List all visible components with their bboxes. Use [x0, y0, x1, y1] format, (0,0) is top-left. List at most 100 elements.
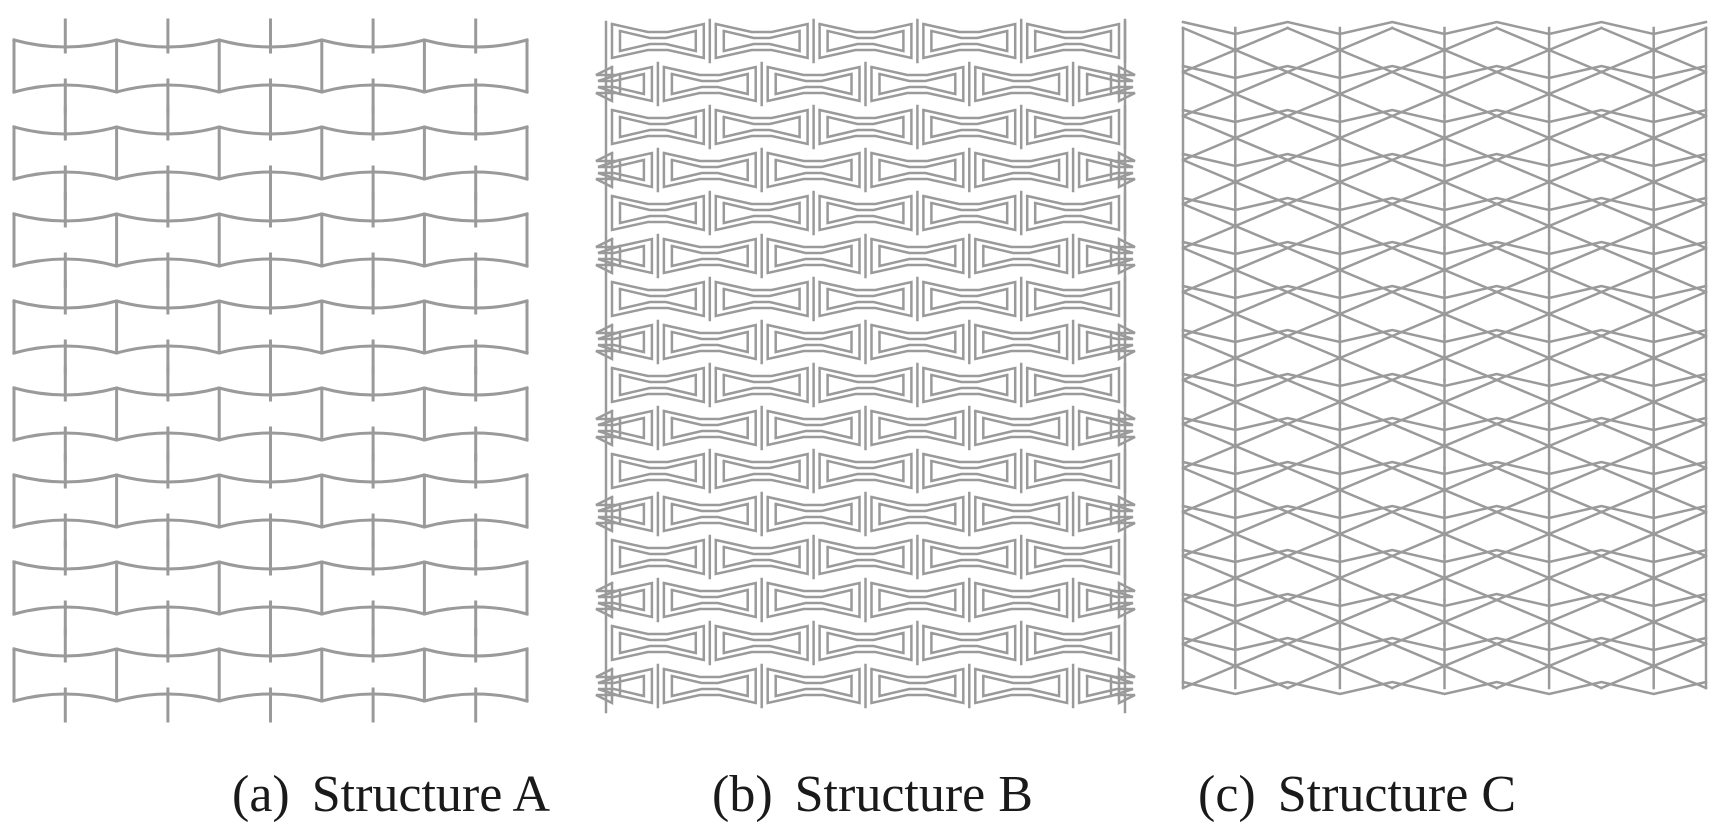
lattice-b-cell-inner	[597, 416, 646, 440]
lattice-b-cell	[818, 624, 913, 662]
lattice-b-cell	[973, 667, 1069, 705]
lattice-b-cell-inner	[929, 373, 1009, 397]
lattice-c-rail	[1181, 680, 1708, 696]
caption-a-label: (a)	[232, 766, 290, 823]
caption-c-label: (c)	[1198, 766, 1256, 823]
lattice-b-cell-inner	[826, 115, 905, 139]
caption-b-label: (b)	[712, 766, 773, 823]
lattice-b-cell	[921, 108, 1017, 146]
lattice-b-cell	[870, 667, 965, 705]
lattice-b-cell	[973, 323, 1069, 361]
lattice-b-cell-inner	[1033, 373, 1113, 397]
lattice-b-cell	[1077, 408, 1136, 448]
lattice-b-cell	[921, 452, 1017, 490]
lattice-b-cell-inner	[774, 330, 853, 354]
lattice-b-cell-inner	[597, 244, 646, 268]
lattice-b-cell	[818, 108, 913, 146]
structure-c-lattice	[1181, 20, 1708, 696]
lattice-b-cell	[610, 366, 706, 404]
lattice-b-cell-inner	[1085, 588, 1134, 612]
lattice-b-cell	[973, 65, 1069, 103]
lattice-b-cell-inner	[826, 287, 905, 311]
lattice-b-cell	[1025, 538, 1121, 576]
lattice-b-cell-inner	[877, 674, 957, 698]
lattice-b-cell-inner	[826, 201, 905, 225]
lattice-b-cell	[870, 581, 965, 619]
lattice-b-cell-inner	[929, 631, 1009, 655]
lattice-b-cell-inner	[670, 674, 749, 698]
lattice-b-cell-inner	[670, 330, 749, 354]
lattice-b-cell	[714, 194, 809, 232]
caption-b-name: Structure B	[794, 766, 1033, 823]
lattice-b-cell	[1025, 194, 1121, 232]
lattice-b-cell-inner	[618, 115, 698, 139]
lattice-b-cell	[610, 538, 706, 576]
lattice-b-cell	[921, 538, 1017, 576]
lattice-b-cell-inner	[597, 72, 646, 96]
caption-a-name: Structure A	[311, 766, 551, 823]
lattice-b-cell-inner	[877, 72, 957, 96]
lattice-b-cell-inner	[826, 631, 905, 655]
lattice-b-cell	[766, 151, 861, 189]
lattice-b-cell-inner	[1033, 29, 1113, 53]
lattice-b-cell-inner	[670, 158, 749, 182]
lattice-b-cell-inner	[877, 502, 957, 526]
lattice-b-cell	[766, 237, 861, 275]
lattice-b-cell-inner	[1033, 459, 1113, 483]
lattice-b-cell-inner	[670, 588, 749, 612]
lattice-b-cell-inner	[877, 158, 957, 182]
lattice-b-cell-inner	[981, 588, 1061, 612]
lattice-b-cell	[1025, 624, 1121, 662]
lattice-b-cell	[1025, 22, 1121, 60]
lattice-b-cell	[818, 538, 913, 576]
lattice-b-cell	[973, 151, 1069, 189]
lattice-b-cell-inner	[597, 330, 646, 354]
lattice-b-cell-inner	[618, 459, 698, 483]
lattice-b-cell-inner	[722, 459, 801, 483]
lattice-b-cell-inner	[981, 158, 1061, 182]
structure-b-lattice	[595, 18, 1136, 714]
lattice-b-cell	[973, 409, 1069, 447]
lattice-b-cell-inner	[618, 201, 698, 225]
lattice-b-cell-inner	[1033, 201, 1113, 225]
lattice-b-cell	[1025, 280, 1121, 318]
lattice-b-cell-inner	[670, 72, 749, 96]
lattice-b-cell-inner	[618, 29, 698, 53]
lattice-b-cell	[714, 624, 809, 662]
lattice-b-cell-inner	[774, 244, 853, 268]
lattice-b-cell	[766, 581, 861, 619]
lattice-b-cell	[973, 581, 1069, 619]
lattice-b-cell	[1077, 494, 1136, 534]
lattice-b-cell	[818, 22, 913, 60]
lattice-b-cell	[818, 194, 913, 232]
lattice-b-cell-inner	[722, 29, 801, 53]
lattice-b-cell	[662, 323, 757, 361]
lattice-b-cell-inner	[722, 373, 801, 397]
lattice-b-cell	[714, 538, 809, 576]
lattice-b-cell	[921, 280, 1017, 318]
lattice-b-cell	[714, 108, 809, 146]
lattice-b-cell	[870, 65, 965, 103]
lattice-b-cell-inner	[1085, 244, 1134, 268]
lattice-b-cell-inner	[929, 29, 1009, 53]
lattice-b-cell-inner	[597, 502, 646, 526]
lattice-b-cell-inner	[929, 201, 1009, 225]
lattice-b-cell	[610, 194, 706, 232]
lattice-b-cell-inner	[981, 72, 1061, 96]
lattice-b-cell	[610, 624, 706, 662]
lattice-b-cell	[662, 151, 757, 189]
caption-structure-b: (b) Structure B	[712, 765, 1033, 825]
lattice-b-cell-inner	[774, 588, 853, 612]
lattice-b-cell	[1025, 366, 1121, 404]
lattice-b-cell	[662, 65, 757, 103]
lattice-b-cell	[870, 409, 965, 447]
lattice-b-cell	[766, 65, 861, 103]
lattice-b-cell-inner	[1033, 287, 1113, 311]
lattice-b-cell-inner	[929, 287, 1009, 311]
lattice-b-cell-inner	[774, 416, 853, 440]
lattice-b-cell-inner	[722, 545, 801, 569]
lattice-b-cell-inner	[1085, 502, 1134, 526]
lattice-b-cell	[662, 237, 757, 275]
lattice-b-cell	[766, 495, 861, 533]
